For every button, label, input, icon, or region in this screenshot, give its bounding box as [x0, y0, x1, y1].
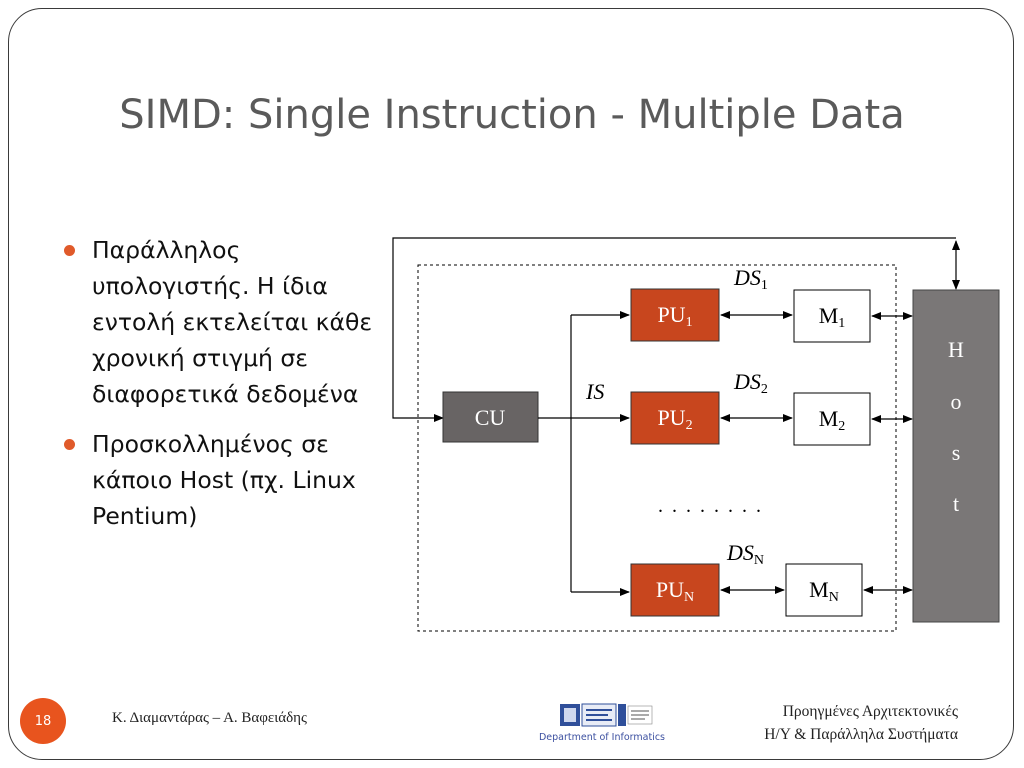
footer-authors: Κ. Διαμαντάρας – Α. Βαφειάδης [112, 710, 307, 726]
m1-base: M [819, 303, 839, 328]
host-box [912, 289, 1000, 623]
pu-ellipsis: . . . . . . . . [658, 495, 763, 517]
bullet-dot-icon [64, 245, 75, 256]
bullet-list: Παράλληλος υπολογιστής. Η ίδια εντολή εκ… [62, 232, 392, 548]
host-letter-o: o [951, 389, 962, 414]
pu1-subscript: 1 [686, 315, 693, 330]
dsn-base: DS [726, 540, 754, 565]
cu-label: CU [475, 405, 506, 430]
ds1-base: DS [733, 265, 761, 290]
bullet-item: Παράλληλος υπολογιστής. Η ίδια εντολή εκ… [62, 232, 392, 412]
logo-caption: Department of Informatics [538, 732, 665, 743]
m2-box [793, 392, 871, 446]
pu2-base: PU [657, 405, 685, 430]
slide-frame [8, 8, 1014, 760]
dsn-label: DSN [726, 540, 764, 568]
bullet-text: Παράλληλος υπολογιστής. Η ίδια εντολή εκ… [92, 236, 373, 408]
footer-course-line1: Προηγμένες Αρχιτεκτονικές [782, 703, 958, 720]
ds2-subscript: 2 [761, 382, 768, 397]
is-label: IS [585, 379, 604, 404]
host-letter-h: H [948, 337, 964, 362]
mn-label: MN [809, 577, 839, 605]
pu1-label: PU1 [657, 302, 692, 330]
pu2-label: PU2 [657, 405, 692, 433]
pu1-box [630, 288, 720, 342]
pu2-box [630, 391, 720, 445]
pun-subscript: N [684, 590, 694, 605]
footer-course: Προηγμένες Αρχιτεκτονικές Η/Υ & Παράλληλ… [764, 700, 958, 746]
m2-label: M2 [819, 406, 846, 434]
mn-box [785, 563, 863, 617]
pun-label: PUN [656, 577, 694, 605]
bullet-item: Προσκολλημένος σε κάποιο Host (πχ. Linux… [62, 426, 392, 534]
ds1-label: DS1 [733, 265, 768, 293]
m1-box [793, 289, 871, 343]
m2-subscript: 2 [838, 419, 845, 434]
footer-course-line2: Η/Υ & Παράλληλα Συστήματα [764, 726, 958, 743]
mn-base: M [809, 577, 829, 602]
pun-base: PU [656, 577, 684, 602]
array-boundary [417, 264, 897, 632]
m1-subscript: 1 [838, 316, 845, 331]
m1-label: M1 [819, 303, 846, 331]
host-letter-t: t [953, 491, 959, 516]
mn-subscript: N [829, 590, 839, 605]
department-logo-icon [560, 703, 653, 727]
m2-base: M [819, 406, 839, 431]
host-loop-line [392, 237, 956, 422]
dsn-subscript: N [754, 553, 764, 568]
host-letter-s: s [952, 440, 961, 465]
ds2-label: DS2 [733, 369, 768, 397]
ds2-base: DS [733, 369, 761, 394]
pun-box [630, 563, 720, 617]
slide-title: SIMD: Single Instruction - Multiple Data [119, 92, 905, 138]
cu-box [442, 391, 539, 443]
pu1-base: PU [657, 302, 685, 327]
bullet-text: Προσκολλημένος σε κάποιο Host (πχ. Linux… [92, 430, 356, 530]
department-logo: Department of Informatics [524, 698, 680, 746]
bullet-dot-icon [64, 439, 75, 450]
page-number-badge: 18 [20, 698, 66, 744]
ds1-subscript: 1 [761, 278, 768, 293]
pu2-subscript: 2 [686, 418, 693, 433]
